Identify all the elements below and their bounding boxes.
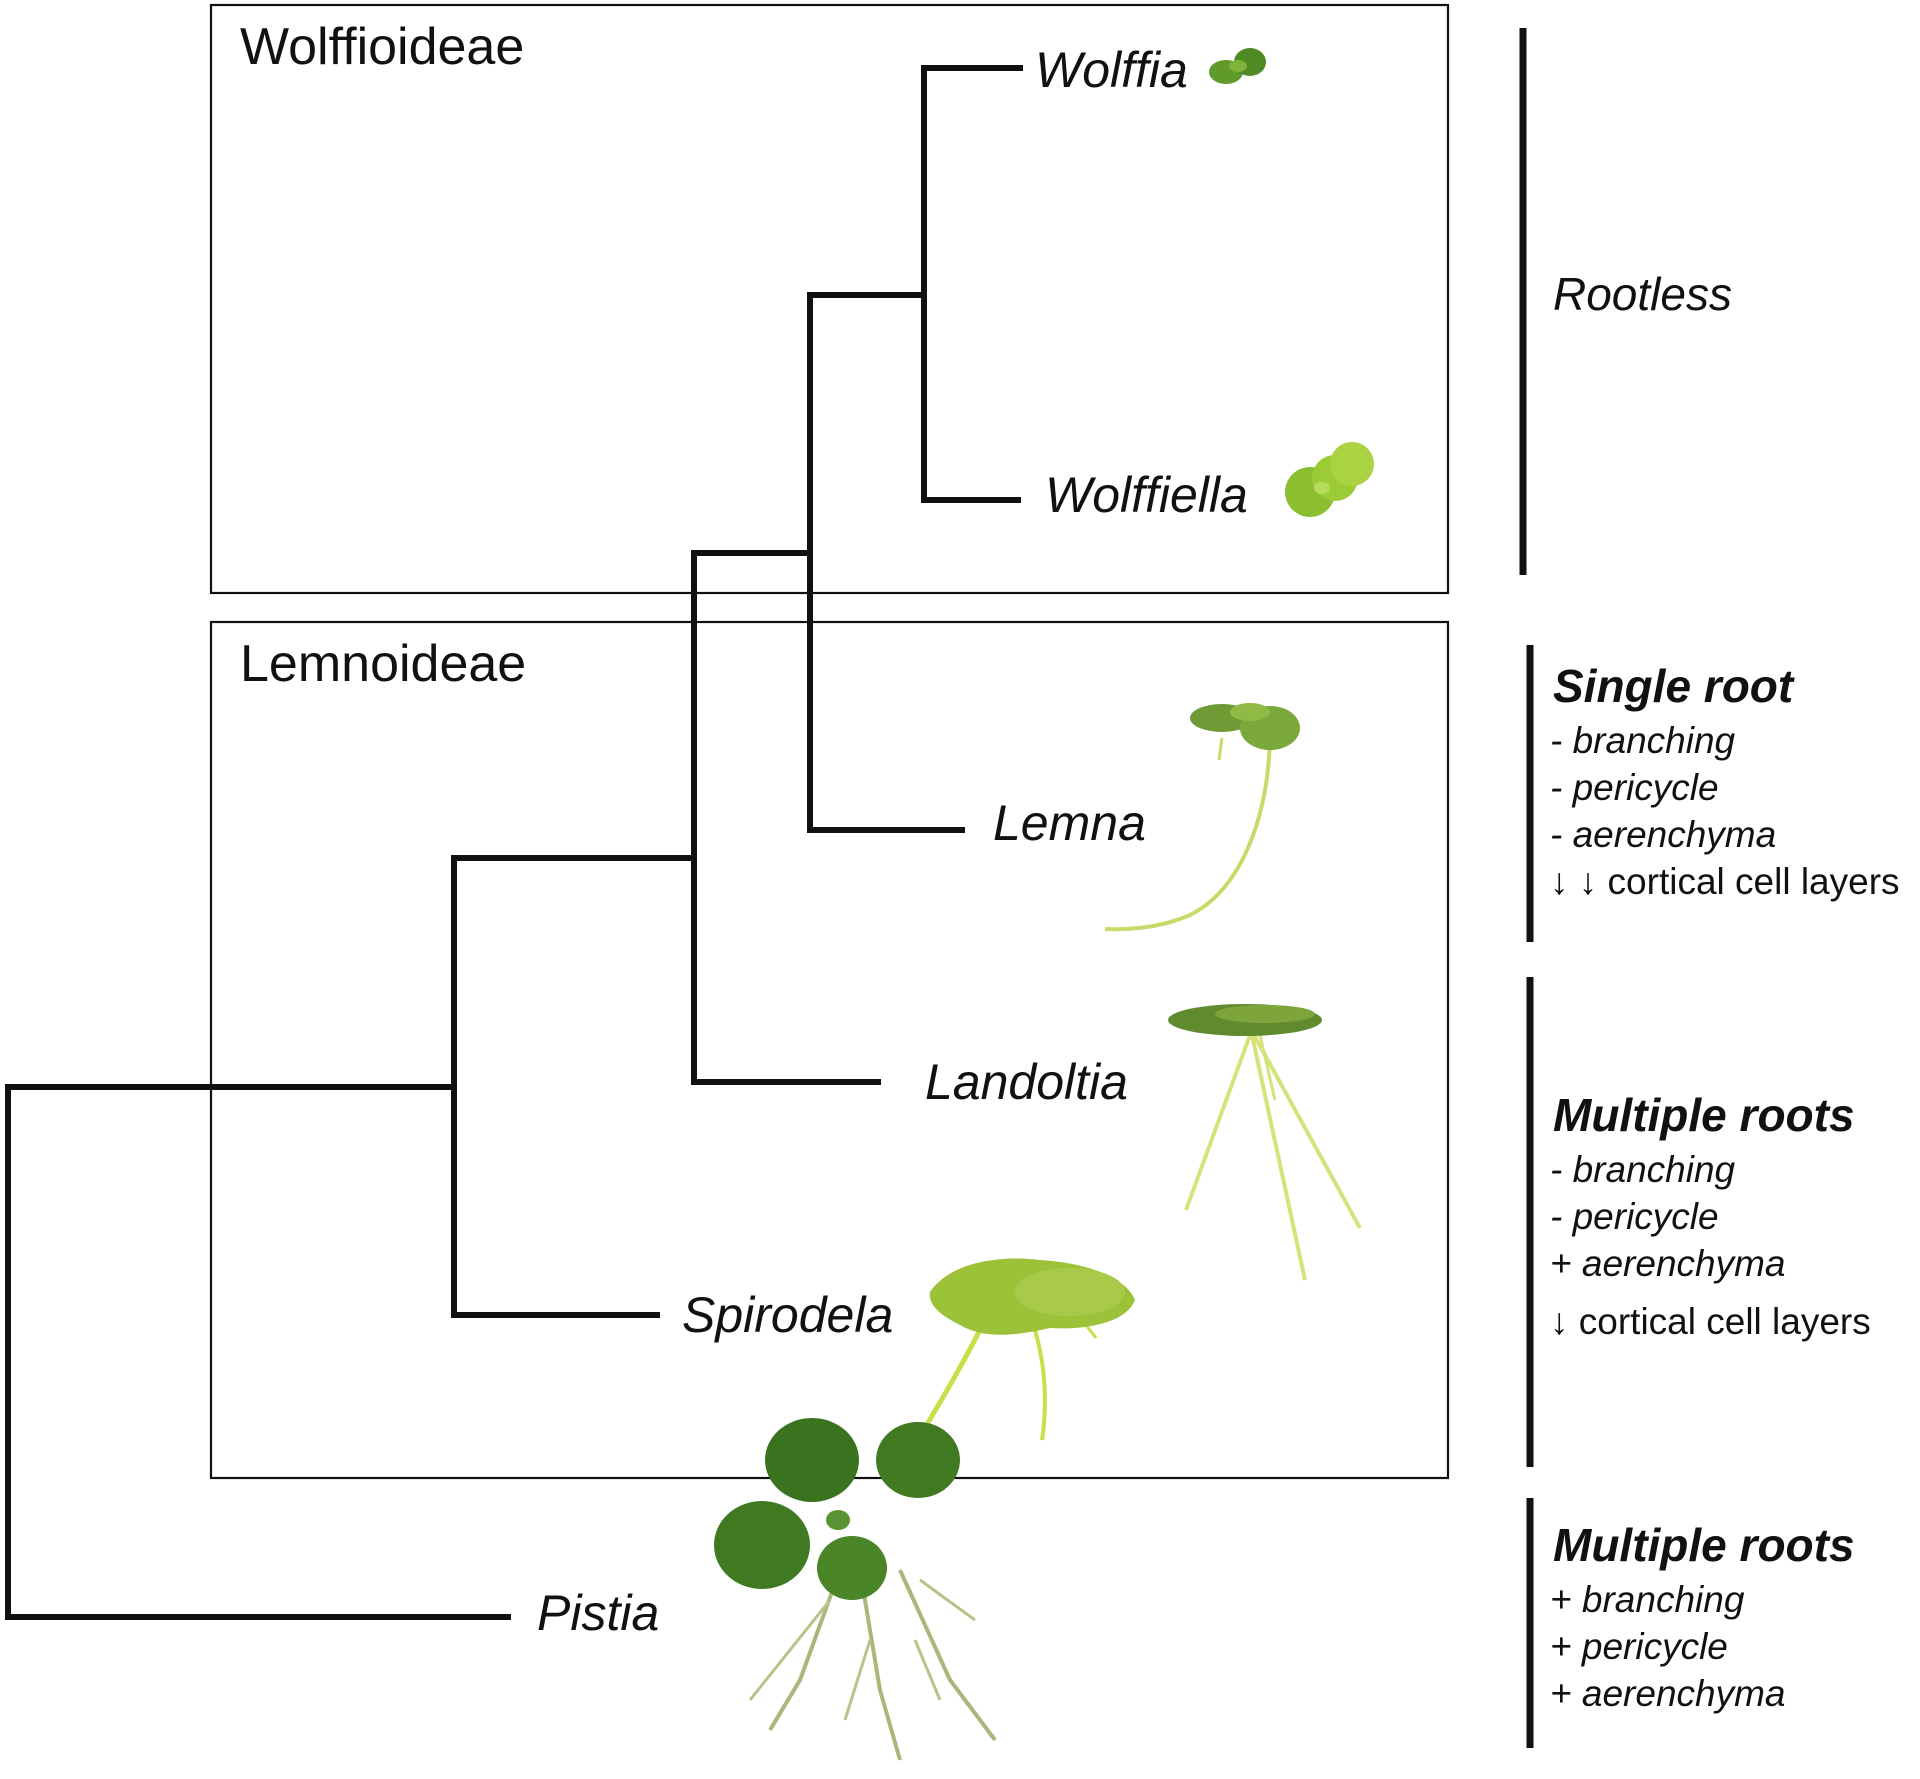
trait-multiple-roots-pistia-item: + aerenchyma (1550, 1673, 1786, 1714)
landoltia-plant-image (1168, 1004, 1362, 1281)
trait-single-root-heading: Single root (1553, 660, 1795, 712)
pistia-plant-image (714, 1418, 997, 1761)
branch-root-pistia (5, 1084, 511, 1620)
branch-landoltia-spirodela (451, 855, 697, 1318)
genus-label-lemna: Lemna (993, 795, 1146, 851)
genus-label-landoltia: Landoltia (925, 1054, 1128, 1110)
trait-multiple-roots-lemnoideae-item: - pericycle (1550, 1196, 1719, 1237)
subfamily-label-lemnoideae: Lemnoideae (240, 635, 526, 693)
genus-label-pistia: Pistia (537, 1585, 659, 1641)
branch-lemna-landoltia (691, 550, 881, 1085)
trait-single-root-item: - pericycle (1550, 767, 1719, 808)
genus-label-spirodela: Spirodela (682, 1287, 893, 1343)
trait-multiple-roots-lemnoideae-item: + aerenchyma (1550, 1243, 1786, 1284)
lemna-plant-image (1104, 703, 1300, 932)
subfamily-label-wolffioideae: Wolffioideae (240, 18, 524, 76)
wolffia-plant-image (1209, 48, 1266, 84)
branch-wolffioideae-lemna (807, 292, 965, 833)
trait-multiple-roots-pistia-heading: Multiple roots (1553, 1519, 1855, 1571)
wolffioideae-box (209, 3, 1450, 595)
genus-label-wolffiella: Wolffiella (1045, 467, 1248, 523)
trait-multiple-roots-lemnoideae-item: ↓ cortical cell layers (1550, 1301, 1871, 1342)
phylogenetic-tree (5, 65, 1023, 1620)
trait-multiple-roots-lemnoideae-item: - branching (1550, 1149, 1736, 1190)
trait-multiple-roots-pistia-item: + branching (1550, 1579, 1745, 1620)
spirodela-plant-image (905, 1258, 1135, 1457)
trait-single-root-item: ↓ ↓ cortical cell layers (1550, 861, 1900, 902)
branch-wolffia-wolffiella (921, 65, 1023, 503)
trait-rootless-label: Rootless (1553, 268, 1732, 320)
trait-single-root-item: - aerenchyma (1550, 814, 1776, 855)
genus-label-wolffia: Wolffia (1035, 42, 1188, 98)
trait-multiple-roots-lemnoideae-heading: Multiple roots (1553, 1089, 1855, 1141)
wolffiella-plant-image (1285, 442, 1374, 517)
trait-multiple-roots-pistia-item: + pericycle (1550, 1626, 1728, 1667)
trait-single-root-item: - branching (1550, 720, 1736, 761)
